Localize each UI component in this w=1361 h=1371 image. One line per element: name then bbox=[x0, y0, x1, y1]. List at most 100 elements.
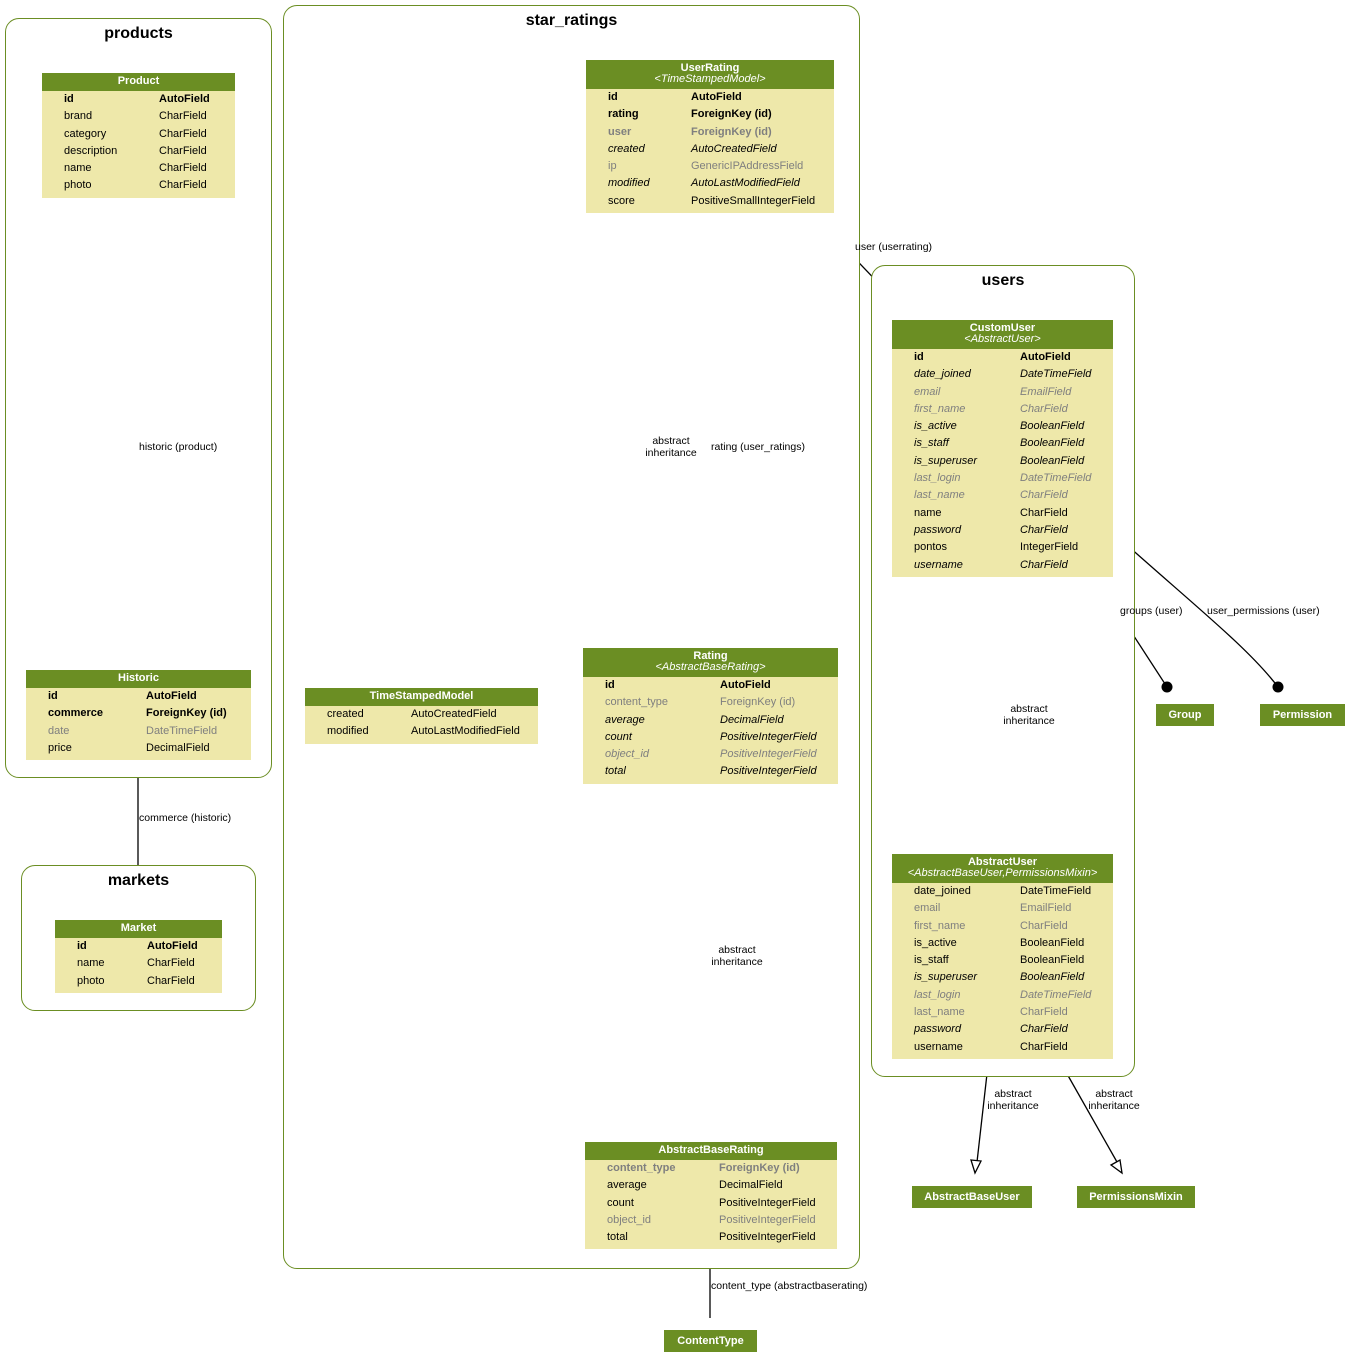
field-type: GenericIPAddressField bbox=[691, 160, 804, 173]
field-name: modified bbox=[608, 177, 650, 190]
edge-label-line: inheritance bbox=[645, 447, 697, 459]
field-name: total bbox=[605, 765, 626, 778]
model-group[interactable]: Group bbox=[1156, 704, 1214, 726]
field-type: AutoField bbox=[146, 690, 197, 702]
field-type: BooleanField bbox=[1020, 971, 1085, 984]
model-footer bbox=[583, 781, 838, 784]
dot-group bbox=[1161, 681, 1173, 693]
model-title: Historic bbox=[118, 672, 159, 684]
field-name: is_superuser bbox=[914, 971, 977, 984]
field-type: CharField bbox=[1020, 919, 1068, 932]
edge-label-inheritance-abstractuser: abstract inheritance bbox=[998, 703, 1060, 727]
field-type: ForeignKey (id) bbox=[146, 707, 227, 720]
field-type: DateTimeField bbox=[1020, 885, 1092, 897]
model-title: UserRating bbox=[680, 62, 740, 74]
field-name: name bbox=[64, 162, 92, 175]
model-header: Historic bbox=[26, 670, 251, 688]
field-type: AutoField bbox=[147, 940, 198, 952]
edge-label-commerce-historic: commerce (historic) bbox=[139, 812, 232, 824]
field-name: password bbox=[914, 523, 962, 536]
model-header: UserRating<TimeStampedModel> bbox=[586, 60, 834, 89]
field-name: description bbox=[64, 144, 118, 157]
edge-label-line: inheritance bbox=[987, 1100, 1039, 1112]
field-type: DateTimeField bbox=[1020, 472, 1092, 485]
edge-label-line: abstract bbox=[652, 435, 690, 447]
field-type: BooleanField bbox=[1020, 437, 1085, 450]
field-type: ForeignKey (id) bbox=[720, 696, 796, 709]
field-name: id bbox=[64, 93, 74, 105]
cluster-title-users: users bbox=[981, 272, 1025, 289]
field-type: PositiveIntegerField bbox=[719, 1196, 816, 1209]
field-type: CharField bbox=[1020, 506, 1068, 519]
model-permission[interactable]: Permission bbox=[1260, 704, 1345, 726]
model-parent: <AbstractBaseUser,PermissionsMixin> bbox=[907, 867, 1098, 879]
model-abstractbaseuser[interactable]: AbstractBaseUser bbox=[912, 1186, 1032, 1208]
model-header: TimeStampedModel bbox=[305, 688, 538, 706]
field-type: PositiveSmallIntegerField bbox=[691, 194, 816, 207]
field-type: CharField bbox=[159, 127, 207, 140]
model-permissionsmixin[interactable]: PermissionsMixin bbox=[1077, 1186, 1195, 1208]
field-name: first_name bbox=[914, 919, 966, 932]
field-row: id AutoField bbox=[586, 89, 834, 106]
field-type: PositiveIntegerField bbox=[719, 1213, 816, 1226]
field-type: ForeignKey (id) bbox=[691, 125, 772, 138]
field-type: BooleanField bbox=[1020, 936, 1085, 949]
field-row: first_name CharField bbox=[892, 918, 1113, 935]
edge-label-historic-product: historic (product) bbox=[139, 441, 218, 453]
cluster-title-markets: markets bbox=[107, 872, 170, 889]
field-type: DateTimeField bbox=[146, 724, 218, 737]
field-name: email bbox=[914, 902, 941, 915]
field-type: PositiveIntegerField bbox=[720, 730, 817, 743]
field-type: ForeignKey (id) bbox=[719, 1162, 800, 1174]
model-abstractuser[interactable]: AbstractUser<AbstractBaseUser,Permission… bbox=[892, 854, 1113, 1059]
field-name: id bbox=[608, 91, 618, 103]
edge-label-user-permissions-user: user_permissions (user) bbox=[1207, 605, 1320, 617]
field-name: date_joined bbox=[914, 368, 971, 381]
field-name: id bbox=[914, 351, 924, 363]
field-name: username bbox=[914, 1040, 963, 1053]
field-type: CharField bbox=[147, 957, 195, 970]
model-title: Rating bbox=[693, 650, 728, 662]
field-name: photo bbox=[64, 179, 92, 192]
field-type: AutoField bbox=[1020, 351, 1071, 363]
model-title: AbstractBaseRating bbox=[658, 1144, 764, 1156]
edge-label-inheritance-permissionsmixin: abstract inheritance bbox=[1083, 1088, 1145, 1112]
field-name: pontos bbox=[914, 541, 948, 554]
model-footer bbox=[55, 990, 222, 993]
edge-permissions-user bbox=[1127, 545, 1279, 688]
field-name: is_staff bbox=[914, 437, 949, 450]
edge-label-line: abstract bbox=[718, 944, 756, 956]
field-row: id AutoField bbox=[892, 349, 1113, 366]
field-name: is_staff bbox=[914, 954, 949, 967]
model-contenttype[interactable]: ContentType bbox=[664, 1330, 757, 1352]
field-type: AutoField bbox=[691, 91, 742, 103]
